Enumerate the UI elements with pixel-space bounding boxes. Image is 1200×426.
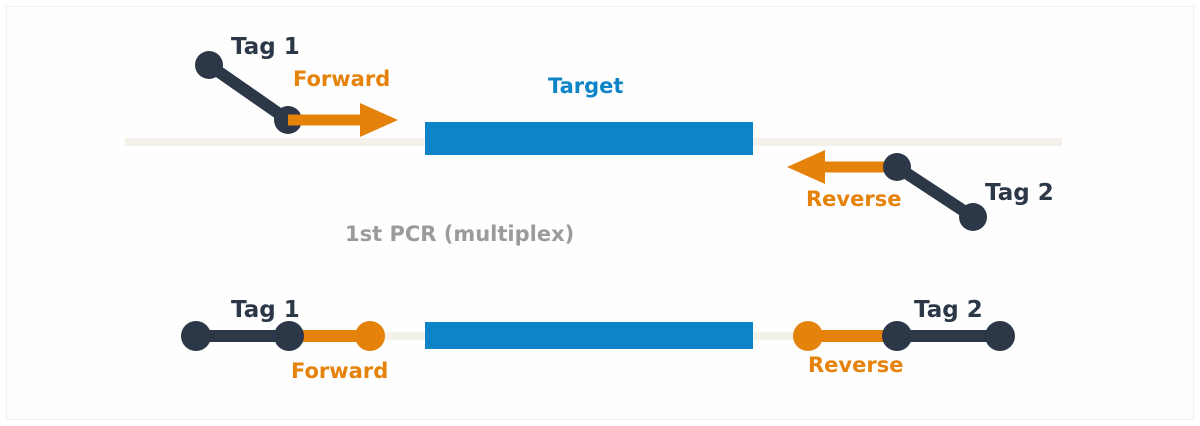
- template-dna-line-bottom-left: [362, 332, 432, 340]
- forward-label-top: Forward: [293, 67, 391, 91]
- forward-label-bottom: Forward: [291, 359, 389, 383]
- tag2-label-top: Tag 2: [985, 180, 1054, 206]
- reverse-primer-dot-bottom: [793, 321, 823, 351]
- tag1-label-top: Tag 1: [231, 34, 300, 60]
- tag1-outer-dot-top: [195, 51, 223, 79]
- tag2-label-bottom: Tag 2: [914, 297, 983, 323]
- tag2-linker-top: [891, 161, 979, 223]
- tag2-outer-dot-bottom: [985, 321, 1015, 351]
- reverse-primer-arrowhead-top: [787, 150, 825, 184]
- reverse-label-top: Reverse: [806, 187, 902, 211]
- tag1-label-bottom: Tag 1: [231, 297, 300, 323]
- tag1-linker-top: [203, 59, 294, 126]
- target-label: Target: [548, 74, 624, 98]
- pcr-step-label: 1st PCR (multiplex): [345, 222, 575, 246]
- reverse-label-bottom: Reverse: [808, 353, 904, 377]
- tag2-outer-dot-top: [959, 203, 987, 231]
- forward-primer-arrowhead-top: [360, 103, 398, 137]
- tag1-inner-dot-bottom: [274, 321, 304, 351]
- target-region-bar-top: [425, 122, 753, 155]
- template-dna-line-bottom-right: [748, 332, 816, 340]
- tag1-outer-dot-bottom: [181, 321, 211, 351]
- forward-primer-dot-bottom: [355, 321, 385, 351]
- tag2-inner-dot-top: [883, 153, 911, 181]
- target-region-bar-bottom: [425, 322, 753, 349]
- tag2-inner-dot-bottom: [882, 321, 912, 351]
